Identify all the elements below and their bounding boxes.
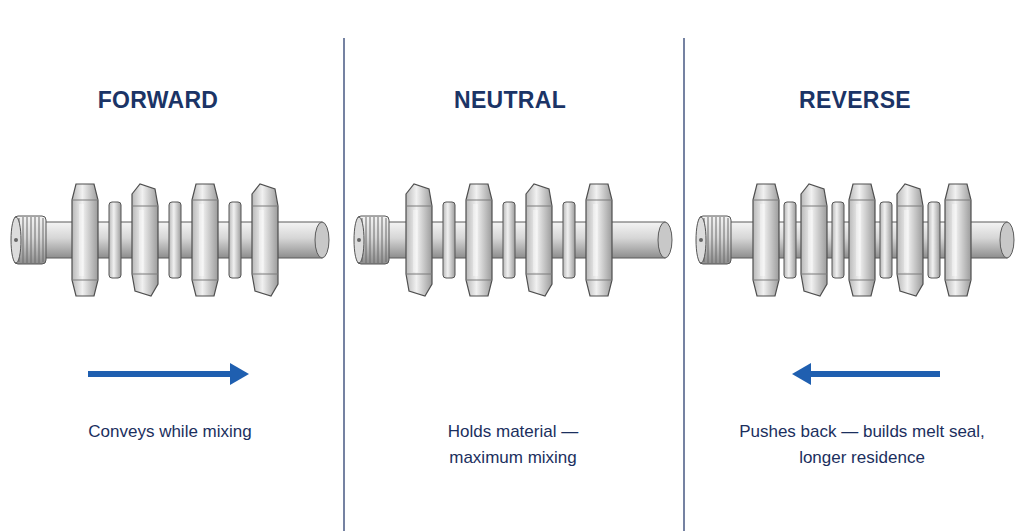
spacer-ring [169,202,181,278]
panel-heading: REVERSE [735,86,975,114]
arrow-shaft [88,371,232,377]
kneading-disc [406,184,432,296]
kneading-block-neutral [354,184,672,296]
spacer-ring [443,202,455,278]
spacer-ring [563,202,575,278]
kneading-disc [466,184,492,296]
kneading-disc [252,184,278,296]
kneading-disc [72,184,98,296]
panel-caption: Conveys while mixing [30,419,310,445]
spacer-ring [880,202,892,278]
panel-caption: Pushes back — builds melt seal, longer r… [720,419,1005,471]
kneading-disc [586,184,612,296]
arrow-head [230,363,249,385]
kneading-disc [945,184,971,296]
flow-arrow [88,363,249,385]
panel-heading: NEUTRAL [390,86,630,114]
spacer-ring [109,202,121,278]
spacer-ring [229,202,241,278]
kneading-disc [849,184,875,296]
spacer-ring [832,202,844,278]
flow-arrow [792,363,940,385]
kneading-block-forward [11,184,329,296]
kneading-disc [526,184,552,296]
kneading-disc [753,184,779,296]
panel-divider [343,38,344,531]
kneading-disc [192,184,218,296]
spacer-ring [503,202,515,278]
spacer-ring [784,202,796,278]
kneading-disc [801,184,827,296]
panel-heading: FORWARD [38,86,278,114]
arrow-shaft [808,371,940,377]
spacer-ring [928,202,940,278]
kneading-block-reverse [696,184,1014,296]
panel-divider [683,38,684,531]
arrow-head [792,363,811,385]
panel-caption: Holds material — maximum mixing [426,419,601,471]
kneading-disc [897,184,923,296]
kneading-disc [132,184,158,296]
